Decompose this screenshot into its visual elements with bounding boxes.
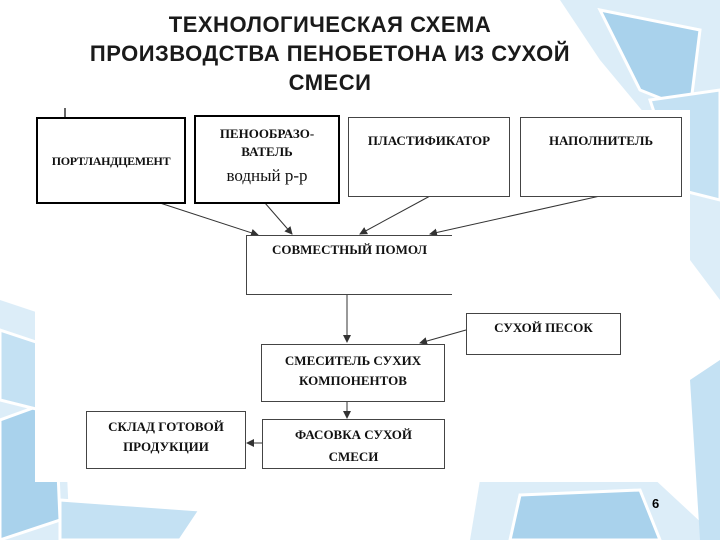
node-portlandcement-label: ПОРТЛАНДЦЕМЕНТ [51,154,171,168]
title-line-2: ПРОИЗВОДСТВА ПЕНОБЕТОНА ИЗ СУХОЙ [89,41,571,66]
node-packing-line2: СМЕСИ [328,449,379,464]
title-line-3: СМЕСИ [288,70,372,95]
node-foaming-agent-line1: ПЕНООБРАЗО- [219,126,315,141]
node-packing: ФАСОВКА СУХОЙ СМЕСИ [262,419,445,469]
node-mixer: СМЕСИТЕЛЬ СУХИХ КОМПОНЕНТОВ [261,344,445,402]
node-warehouse-line2: ПРОДУКЦИИ [123,439,209,454]
title-line-1: ТЕХНОЛОГИЧЕСКАЯ СХЕМА [168,12,492,37]
node-warehouse: СКЛАД ГОТОВОЙ ПРОДУКЦИИ [86,411,246,469]
node-fillers-label: НАПОЛНИТЕЛЬ [548,133,654,148]
node-mixer-line2: КОМПОНЕНТОВ [299,373,407,388]
node-portlandcement: ПОРТЛАНДЦЕМЕНТ [36,117,186,204]
node-dry-sand: СУХОЙ ПЕСОК [466,313,621,355]
node-dry-sand-label: СУХОЙ ПЕСОК [494,320,593,335]
slide-title: ТЕХНОЛОГИЧЕСКАЯ СХЕМА ПРОИЗВОДСТВА ПЕНОБ… [20,10,640,97]
node-joint-grinding-label: СОВМЕСТНЫЙ ПОМОЛ [271,242,428,257]
node-mixer-line1: СМЕСИТЕЛЬ СУХИХ [284,353,422,368]
node-foaming-agent: ПЕНООБРАЗО- ВАТЕЛЬ водный р-р [194,115,340,204]
node-warehouse-line1: СКЛАД ГОТОВОЙ [108,419,224,434]
node-foaming-agent-line3: водный р-р [226,166,308,185]
node-plasticizer: ПЛАСТИФИКАТОР [348,117,510,197]
node-plasticizer-label: ПЛАСТИФИКАТОР [367,133,491,148]
node-fillers: НАПОЛНИТЕЛЬ [520,117,682,197]
page-number: 6 [652,496,660,511]
node-foaming-agent-line2: ВАТЕЛЬ [241,144,293,159]
node-packing-line1: ФАСОВКА СУХОЙ [294,427,413,442]
node-joint-grinding: СОВМЕСТНЫЙ ПОМОЛ [246,235,452,295]
